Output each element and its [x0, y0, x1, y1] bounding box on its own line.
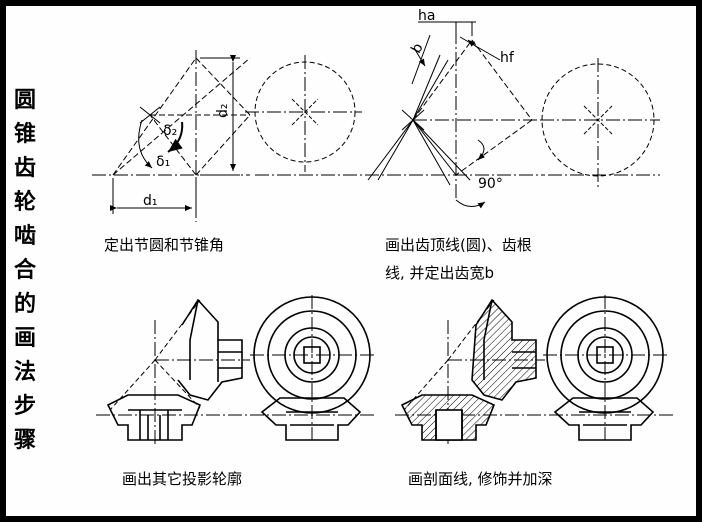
title-char: 锥 — [13, 122, 36, 147]
title-char: 齿 — [13, 156, 36, 181]
dim-hf — [459, 36, 501, 61]
lower-gear-front — [260, 397, 362, 441]
label-d1: d₁ — [143, 193, 158, 209]
cone-line — [403, 359, 449, 411]
upper-gear-section — [471, 298, 537, 401]
lower-gear-front — [553, 397, 655, 441]
caption-step2-line1: 画出齿顶线(圆)、齿根 — [385, 236, 532, 254]
lower-gear-outline — [106, 394, 202, 441]
label-delta2: δ₂ — [163, 123, 177, 139]
diagram-panel — [6, 6, 696, 516]
pitch-cone-line — [112, 57, 197, 176]
cone-line — [412, 119, 457, 176]
gear-edge — [189, 299, 199, 341]
side-title: 圆 锥 齿 轮 啮 合 的 画 法 步 骤 — [12, 84, 38, 458]
center-mark — [291, 98, 319, 126]
angle-arc-delta1 — [138, 119, 153, 169]
step2-drawing — [365, 21, 660, 209]
cone-line — [412, 39, 473, 121]
dim-b-arrow — [413, 47, 426, 67]
title-char: 画 — [13, 326, 36, 351]
cone-line — [154, 299, 201, 361]
step1-drawing — [92, 50, 362, 222]
cone-line — [109, 359, 156, 411]
dim-hf-arrow — [467, 39, 479, 49]
cone-line — [447, 299, 495, 361]
cone-line — [412, 119, 471, 181]
label-hf: hf — [500, 50, 515, 66]
upper-gear-outline — [177, 298, 243, 401]
caption-step4: 画剖面线, 修饰并加深 — [408, 470, 553, 488]
title-char: 步 — [13, 394, 36, 419]
label-b: b — [408, 40, 426, 56]
title-char: 啮 — [13, 224, 36, 249]
pitch-cone-line — [195, 114, 251, 176]
gear-edge — [483, 299, 493, 341]
step4-drawing — [395, 295, 675, 445]
title-char: 圆 — [13, 88, 36, 113]
caption-step1: 定出节圆和节锥角 — [104, 236, 225, 254]
label-d2: d₂ — [215, 104, 231, 119]
label-delta1: δ₁ — [156, 154, 170, 170]
label-ha: ha — [418, 8, 435, 24]
title-char: 合 — [13, 258, 36, 283]
cone-line — [455, 119, 533, 176]
angle-arc-delta2 — [167, 121, 184, 153]
apex-mark — [139, 106, 161, 124]
title-char: 的 — [13, 292, 36, 317]
cone-line — [471, 39, 533, 121]
addendum-line — [367, 119, 414, 181]
cone-line — [412, 119, 451, 186]
title-char: 法 — [13, 360, 36, 385]
title-char: 骤 — [13, 428, 36, 453]
addendum-line — [412, 54, 441, 121]
caption-step2-line2: 线, 并定出齿宽b — [385, 264, 495, 282]
dedendum-line — [412, 59, 449, 121]
label-90deg: 90° — [478, 176, 503, 192]
pitch-cone-line — [195, 57, 251, 116]
caption-step3: 画出其它投影轮廓 — [122, 470, 243, 488]
pitch-cone-line — [112, 57, 251, 176]
cone-line — [154, 359, 201, 409]
angle-arc-90 — [477, 139, 486, 161]
center-mark — [583, 105, 613, 135]
angle-arc-bottom — [455, 199, 486, 209]
dedendum-line — [377, 119, 414, 181]
apex-mark — [401, 109, 425, 131]
bore — [435, 409, 463, 441]
step3-drawing — [96, 295, 375, 445]
title-char: 轮 — [13, 190, 36, 215]
